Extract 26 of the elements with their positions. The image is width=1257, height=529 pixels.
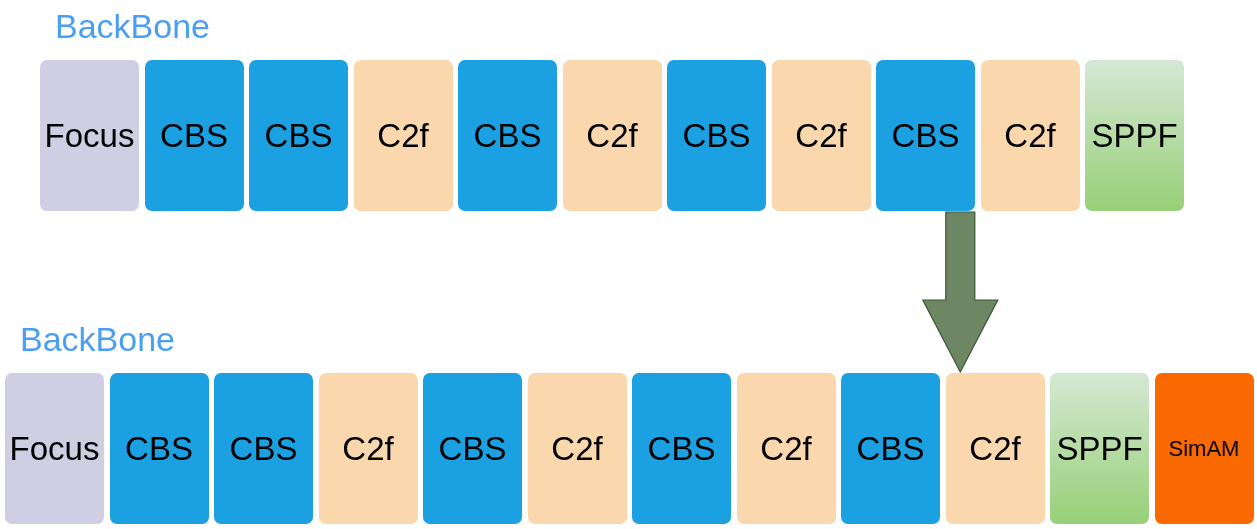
module-block: CBS [841,373,940,524]
module-block: CBS [144,60,244,211]
module-block: SPPF [1085,60,1184,211]
section-heading: BackBone [55,7,210,45]
block-arrow [921,211,999,374]
module-block: Focus [5,373,104,524]
module-block: C2f [562,60,662,211]
module-block: CBS [632,373,731,524]
module-block: CBS [458,60,557,211]
module-block: C2f [945,373,1045,524]
module-block: SPPF [1050,373,1149,524]
module-block: CBS [214,373,313,524]
module-block: C2f [736,373,836,524]
module-block: C2f [353,60,453,211]
module-block: CBS [423,373,522,524]
module-block: CBS [667,60,766,211]
module-block: C2f [318,373,418,524]
module-block: Focus [40,60,139,211]
module-block: C2f [980,60,1080,211]
module-block: SimAM [1154,373,1254,524]
module-block: C2f [771,60,871,211]
section-heading: BackBone [20,320,175,358]
module-block: CBS [249,60,348,211]
module-block: CBS [876,60,975,211]
module-block: CBS [109,373,209,524]
module-block: C2f [527,373,627,524]
